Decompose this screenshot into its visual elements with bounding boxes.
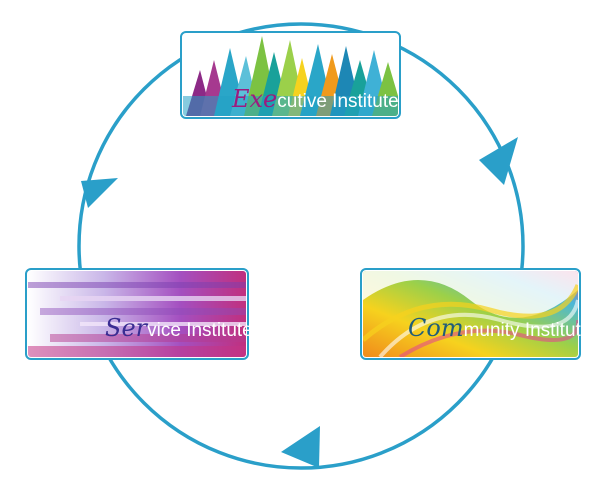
svg-text:Community Institute: Community Institute [408,314,591,342]
arrow-executive-to-community [479,137,518,185]
executive-banner-art [183,34,398,116]
arrow-service-to-executive [81,178,118,208]
executive-label-prefix: Exe [231,85,277,113]
service-label-suffix: vice Institute [147,320,253,341]
svg-text:Executive Institute: Executive Institute [231,85,399,113]
community-label-suffix: munity Institute [464,320,592,341]
cycle-ring [77,22,525,470]
arrow-community-to-service [281,426,320,468]
community-banner-art [363,271,578,357]
node-service-institute: Service Institute [25,268,253,360]
community-label-prefix: Com [408,314,464,342]
node-executive-institute: Executive Institute [180,31,401,119]
svg-text:Service Institute: Service Institute [105,314,253,342]
executive-label-suffix: cutive Institute [277,91,398,112]
node-community-institute: Community Institute [360,268,591,360]
service-label-prefix: Ser [105,314,149,342]
service-banner-art [28,271,246,357]
